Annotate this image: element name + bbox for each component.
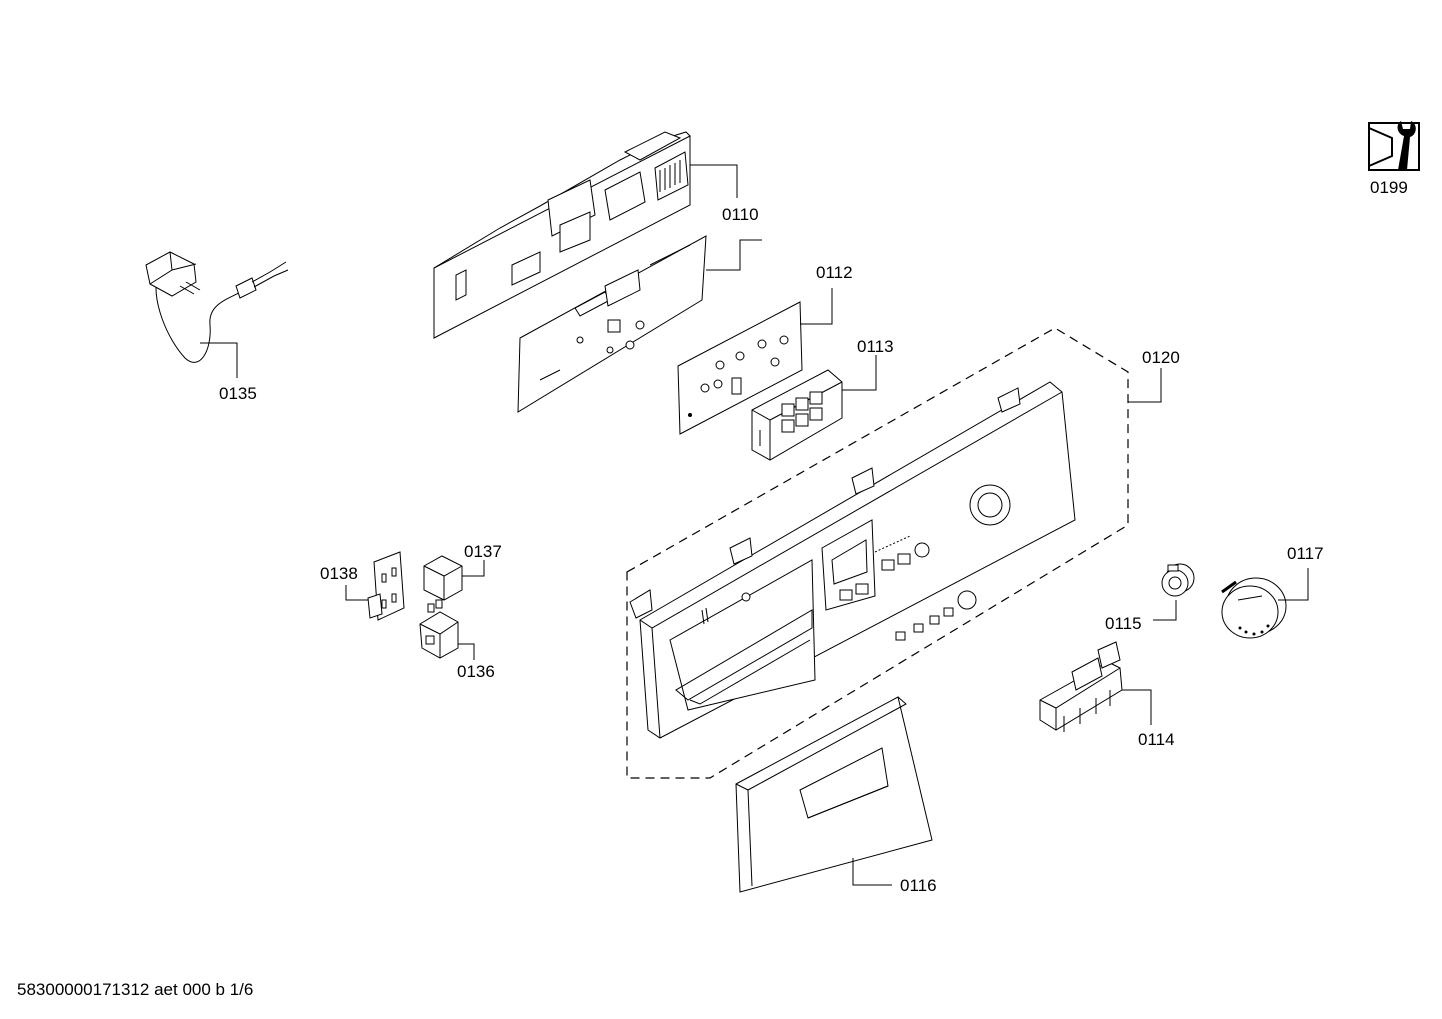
- part-callout-0135: 0135: [219, 384, 257, 403]
- part-callout-0138: 0138: [320, 564, 358, 583]
- part-0114-switch-carrier: [1039, 641, 1123, 732]
- part-callout-0120: 0120: [1142, 348, 1180, 367]
- part-0115-small-knob: [1161, 563, 1195, 597]
- part-0110-module-housing: [433, 131, 691, 339]
- leader-0117: [1278, 568, 1309, 601]
- part-callout-0117: 0117: [1287, 544, 1324, 563]
- part-callout-0110: 0110: [722, 205, 759, 224]
- part-0117-programme-knob: [1221, 577, 1287, 639]
- leader-0135: [200, 342, 238, 378]
- leader-0113: [842, 355, 877, 391]
- part-callout-0136: 0136: [457, 662, 495, 681]
- part-0112-display-pcb: [677, 301, 803, 435]
- leader-0138: [345, 585, 368, 601]
- leader-0136: [458, 643, 475, 660]
- part-callout-0137: 0137: [464, 542, 502, 561]
- part-callout-0199: 0199: [1370, 178, 1408, 197]
- part-0116-drawer-handle: [735, 696, 933, 893]
- leader-0116: [852, 858, 892, 886]
- leader-0112: [800, 288, 833, 325]
- part-0112-main-pcb: [517, 235, 707, 413]
- part-0137-cover-cap: [423, 555, 463, 601]
- part-0120-control-panel: [629, 381, 1076, 739]
- leader-0137: [462, 560, 485, 577]
- part-callout-0114: 0114: [1138, 730, 1175, 749]
- part-callout-0115: 0115: [1105, 614, 1142, 633]
- part-callout-0116: 0116: [900, 876, 937, 895]
- leader-0120: [1128, 368, 1162, 403]
- part-callout-0113: 0113: [857, 337, 894, 356]
- part-0136-interference-filter: [419, 599, 459, 659]
- part-callout-0112: 0112: [816, 263, 853, 282]
- document-footer: 58300000171312 aet 000 b 1/6: [17, 980, 254, 999]
- leader-0112-main: [706, 239, 762, 271]
- part-0135-power-cord: [145, 251, 289, 363]
- part-0113-button-carrier: [751, 369, 843, 461]
- leader-0114: [1122, 689, 1152, 725]
- part-0138-bracket: [367, 551, 405, 621]
- leader-0110: [690, 164, 738, 198]
- wrench-nut-icon: [1368, 121, 1420, 171]
- leader-0115: [1153, 600, 1177, 621]
